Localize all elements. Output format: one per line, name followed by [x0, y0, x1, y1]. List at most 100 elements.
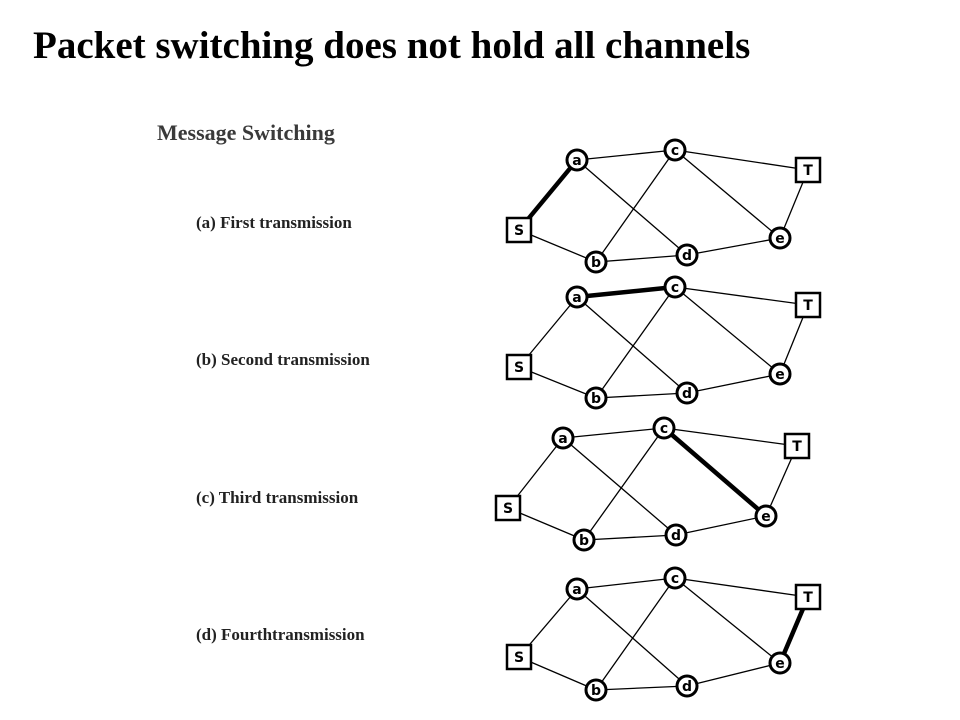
node-S-label: S [503, 501, 513, 517]
node-T: T [794, 291, 822, 319]
node-b: b [584, 678, 608, 702]
node-e: e [754, 504, 778, 528]
link-d-e [686, 662, 781, 687]
node-S: S [505, 643, 533, 671]
node-e-label: e [761, 509, 771, 525]
node-b: b [584, 250, 608, 274]
link-b-d [595, 254, 688, 263]
node-a-circle [551, 426, 575, 450]
node-b-circle [572, 528, 596, 552]
node-a-label: a [572, 582, 581, 598]
node-d-circle [675, 243, 699, 267]
node-e-label: e [775, 231, 785, 247]
node-d: d [675, 674, 699, 698]
link-c-e [674, 149, 781, 239]
link-a-d [576, 159, 688, 256]
node-T: T [783, 432, 811, 460]
node-d-circle [675, 381, 699, 405]
link-b-d [583, 534, 677, 541]
node-c-circle [663, 566, 687, 590]
node-e-label: e [775, 367, 785, 383]
network-panel-a: Sa b c d e T [505, 138, 822, 274]
node-S-box [505, 216, 533, 244]
node-e-circle [768, 651, 792, 675]
node-e-circle [754, 504, 778, 528]
node-c: c [663, 275, 687, 299]
node-e: e [768, 226, 792, 250]
node-d: d [675, 381, 699, 405]
link-b-c [595, 286, 676, 399]
node-T-label: T [803, 298, 813, 314]
node-T: T [794, 156, 822, 184]
node-c-label: c [671, 143, 679, 159]
node-T-label: T [803, 590, 813, 606]
node-c-label: c [671, 280, 679, 296]
network-panel-d: Sa b c d e T [505, 566, 822, 702]
node-a: a [565, 285, 589, 309]
node-d-label: d [682, 679, 692, 695]
slide-title: Packet switching does not hold all chann… [33, 24, 751, 67]
node-a-circle [565, 577, 589, 601]
node-T-box [794, 156, 822, 184]
link-c-T [674, 577, 809, 598]
node-e-circle [768, 362, 792, 386]
link-d-e [686, 373, 781, 394]
link-c-T [674, 149, 809, 171]
active-link-a-c [576, 284, 676, 300]
node-a: a [565, 148, 589, 172]
node-e-label: e [775, 656, 785, 672]
link-d-e [686, 237, 781, 256]
node-d-label: d [682, 248, 692, 264]
node-b-label: b [579, 533, 589, 549]
link-a-c [562, 427, 665, 439]
node-T-box [783, 432, 811, 460]
node-b: b [572, 528, 596, 552]
link-b-c [583, 427, 665, 541]
node-S: S [494, 494, 522, 522]
node-d: d [675, 243, 699, 267]
link-c-e [674, 286, 781, 375]
link-b-d [595, 392, 688, 399]
network-panel-c: Sa b c d e T [494, 416, 811, 552]
node-T-label: T [792, 439, 802, 455]
node-b-circle [584, 678, 608, 702]
panel-label-c: (c) Third transmission [196, 488, 359, 507]
node-S: S [505, 216, 533, 244]
link-a-d [576, 296, 688, 394]
network-panel-b: Sa b c d e T [505, 275, 822, 410]
node-c: c [663, 566, 687, 590]
node-S-label: S [514, 360, 524, 376]
node-d-label: d [671, 528, 681, 544]
node-T-label: T [803, 163, 813, 179]
node-S-box [505, 353, 533, 381]
node-c: c [663, 138, 687, 162]
link-c-e [674, 577, 781, 664]
node-d-circle [675, 674, 699, 698]
node-b-label: b [591, 255, 601, 271]
node-e: e [768, 651, 792, 675]
node-d: d [664, 523, 688, 547]
node-S-box [494, 494, 522, 522]
node-b-label: b [591, 683, 601, 699]
node-a: a [551, 426, 575, 450]
active-link-c-e [662, 426, 768, 518]
link-c-T [663, 427, 798, 447]
link-b-c [595, 577, 676, 691]
node-c-circle [652, 416, 676, 440]
link-b-c [595, 149, 676, 263]
node-a-circle [565, 148, 589, 172]
node-a-circle [565, 285, 589, 309]
link-d-e [675, 515, 767, 536]
node-b: b [584, 386, 608, 410]
node-b-circle [584, 386, 608, 410]
node-S-box [505, 643, 533, 671]
node-T-box [794, 583, 822, 611]
node-c-circle [663, 275, 687, 299]
node-e-circle [768, 226, 792, 250]
node-S-label: S [514, 650, 524, 666]
node-c-label: c [660, 421, 668, 437]
node-a-label: a [572, 290, 581, 306]
link-a-d [562, 437, 677, 536]
node-a-label: a [558, 431, 567, 447]
